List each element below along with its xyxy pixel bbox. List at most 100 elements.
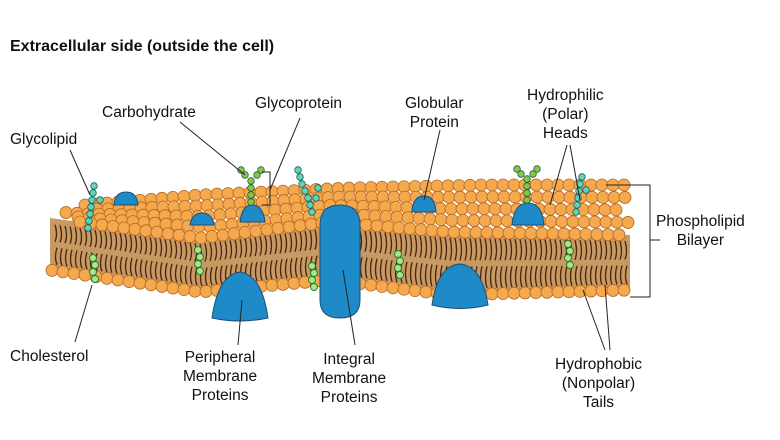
phospholipid-head xyxy=(73,215,87,229)
lipid-tail xyxy=(509,238,513,288)
sugar-unit xyxy=(247,198,255,206)
phospholipid-head xyxy=(67,267,81,280)
phospholipid-head xyxy=(166,281,180,295)
phospholipid-head xyxy=(486,190,500,204)
lipid-tail xyxy=(144,236,148,279)
phospholipid-head xyxy=(390,210,404,224)
phospholipid-head xyxy=(540,178,554,192)
lipid-tail xyxy=(624,240,628,285)
phospholipid-head xyxy=(210,187,224,201)
phospholipid-head xyxy=(227,227,241,241)
lipid-tail xyxy=(384,232,388,282)
sugar-unit xyxy=(84,224,92,232)
label-line: (Nonpolar) xyxy=(561,375,636,392)
lipid-tail xyxy=(299,231,303,277)
label-line: Integral xyxy=(323,351,375,368)
globular-protein-3 xyxy=(113,191,139,206)
phospholipid-head xyxy=(480,226,494,240)
lipid-tail xyxy=(259,236,263,281)
phospholipid-head xyxy=(584,284,598,298)
sugar-unit xyxy=(517,170,525,178)
lipid-tail xyxy=(264,235,268,281)
phospholipid-head xyxy=(412,211,426,225)
sugar-unit xyxy=(301,187,309,195)
extracellular-side-title: Extracellular side (outside the cell) xyxy=(10,38,275,55)
sugar-unit xyxy=(573,201,581,209)
cholesterol-ring xyxy=(566,247,574,255)
lipid-tail xyxy=(254,237,258,282)
lipid-tail xyxy=(204,243,208,286)
cholesterol-ring xyxy=(564,254,572,262)
phospholipid-head xyxy=(530,190,544,204)
sugar-unit xyxy=(578,173,586,181)
phospholipid-head xyxy=(177,283,191,297)
label-line: Bilayer xyxy=(676,232,725,249)
lipid-tail xyxy=(369,231,373,280)
phospholipid-head xyxy=(139,224,153,238)
lipid-tail xyxy=(149,237,153,279)
cholesterol-ring xyxy=(196,267,204,275)
lipid-tail xyxy=(184,241,188,285)
phospholipid-head xyxy=(477,202,491,216)
phospholipid-head xyxy=(579,227,593,241)
label-hydrophilic-heads: Hydrophilic(Polar)Heads xyxy=(527,86,604,143)
phospholipid-head xyxy=(172,228,186,242)
cholesterol-ring xyxy=(396,257,404,265)
phospholipid-head xyxy=(392,221,406,235)
cholesterol-ring xyxy=(310,283,318,291)
sugar-unit xyxy=(89,189,97,197)
lipid-tail xyxy=(179,241,183,284)
phospholipid-head xyxy=(144,278,158,292)
phospholipid-head xyxy=(199,285,213,298)
lipid-tail xyxy=(519,239,523,288)
cholesterol-ring xyxy=(194,260,202,268)
phospholipid-head xyxy=(507,286,521,300)
phospholipid-head xyxy=(607,191,621,204)
lipid-tail xyxy=(304,230,308,277)
phospholipid-head xyxy=(562,285,576,299)
phospholipid-head xyxy=(546,227,560,241)
phospholipid-head xyxy=(535,227,549,240)
peripheral-protein-2 xyxy=(431,263,489,309)
phospholipid-head xyxy=(403,222,417,236)
cholesterol-molecules xyxy=(89,240,574,291)
phospholipid-head xyxy=(425,224,439,237)
lipid-tail xyxy=(419,235,423,286)
phospholipid-head xyxy=(618,191,632,204)
integral-protein xyxy=(319,204,361,319)
lipid-tail xyxy=(154,237,158,280)
phospholipid-head xyxy=(419,285,433,299)
phospholipid-head xyxy=(441,179,455,193)
lipid-tail xyxy=(134,235,138,277)
lipid-tail xyxy=(269,235,273,280)
lipid-tail xyxy=(544,239,548,287)
phospholipid-head xyxy=(447,225,461,239)
lipid-tail xyxy=(59,225,63,266)
phospholipid-head xyxy=(194,231,208,245)
lipid-tail xyxy=(69,226,73,268)
phospholipid-head xyxy=(456,214,470,227)
lipid-tail xyxy=(294,232,298,278)
phospholipid-head xyxy=(464,190,478,204)
lipid-tail xyxy=(274,234,278,280)
cholesterol-ring xyxy=(91,275,99,283)
label-line: Protein xyxy=(409,114,459,131)
phospholipid-head xyxy=(188,284,202,298)
phospholipid-head xyxy=(188,189,202,202)
phospholipid-head xyxy=(596,190,610,204)
phospholipid-head xyxy=(213,208,227,222)
phospholipid-head xyxy=(293,219,307,233)
lipid-tail xyxy=(409,234,413,285)
phospholipid-head xyxy=(199,188,213,202)
label-line: Proteins xyxy=(191,387,249,404)
sugar-unit xyxy=(523,189,531,197)
phospholipid-head xyxy=(474,178,488,192)
sugar-unit xyxy=(87,203,95,211)
cholesterol-ring xyxy=(566,261,574,269)
phospholipid-head xyxy=(557,227,571,241)
phospholipid-head xyxy=(609,203,623,217)
sugar-unit xyxy=(523,175,531,183)
sugar-unit xyxy=(96,196,104,204)
